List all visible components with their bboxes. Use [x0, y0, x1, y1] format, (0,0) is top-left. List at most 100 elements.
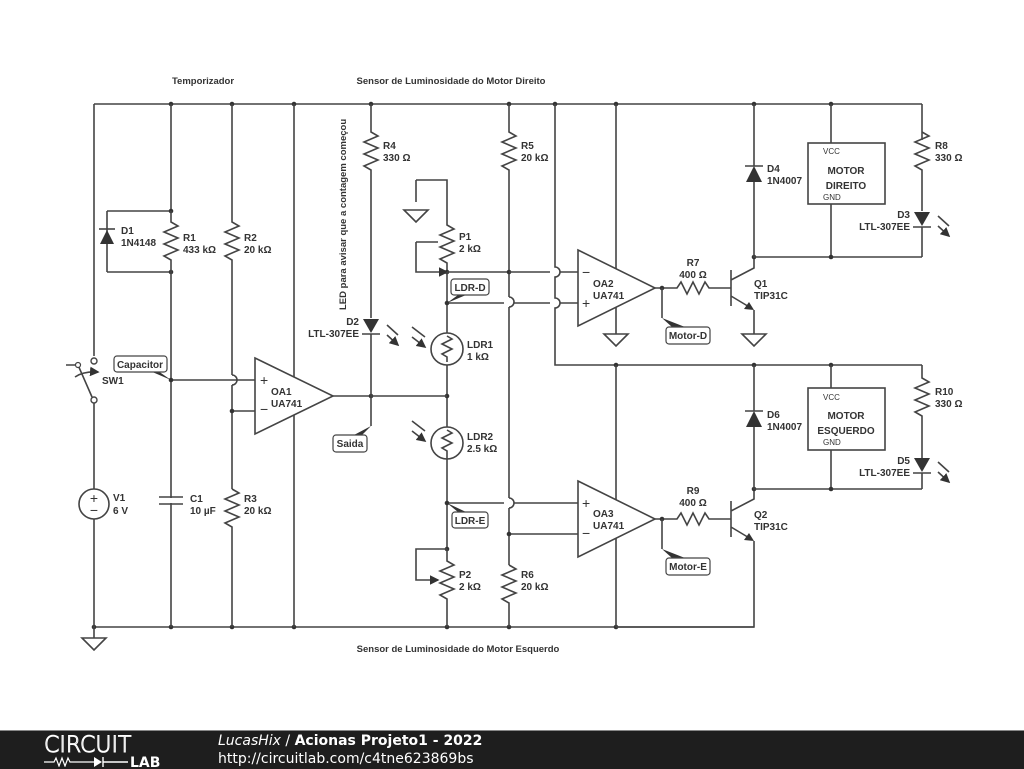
- svg-text:+: +: [90, 490, 98, 506]
- net-label-motor-e[interactable]: Motor-E: [662, 549, 711, 576]
- net-label-motor-e-text: Motor-E: [669, 562, 707, 573]
- net-label-ldr-d-text: LDR-D: [454, 283, 485, 294]
- d2-value: LTL-307EE: [308, 329, 359, 340]
- net-label-motor-d[interactable]: Motor-D: [662, 318, 711, 345]
- title-separator: /: [280, 733, 295, 749]
- net-label-ldr-d[interactable]: LDR-D: [447, 278, 490, 303]
- r3-name: R3: [244, 494, 257, 505]
- oa2-value: UA741: [593, 291, 625, 302]
- r8-value: 330 Ω: [935, 153, 962, 164]
- d1-name: D1: [121, 226, 134, 237]
- section-title-left-sensor: Sensor de Luminosidade do Motor Esquerdo: [357, 644, 560, 655]
- r6-value: 20 kΩ: [521, 582, 548, 593]
- resistor-r1: R1 433 kΩ: [161, 211, 216, 627]
- d3-value: LTL-307EE: [859, 222, 910, 233]
- net-label-capacitor-text: Capacitor: [117, 360, 163, 371]
- q2-name: Q2: [754, 510, 768, 521]
- resistor-r10: R10 330 Ω: [912, 365, 962, 458]
- d6-name: D6: [767, 410, 780, 421]
- r9-value: 400 Ω: [679, 498, 706, 509]
- motor-left-gnd: GND: [823, 438, 841, 447]
- ldr2-name: LDR2: [467, 432, 494, 443]
- capacitor-c1: C1 10 µF: [159, 494, 216, 517]
- svg-text:−: −: [582, 264, 590, 280]
- potentiometer-p1: P1 2 kΩ: [402, 179, 481, 274]
- resistor-r3: R3 20 kΩ: [222, 488, 271, 627]
- motor-right-line2: DIREITO: [826, 181, 867, 192]
- q1-value: TIP31C: [754, 291, 788, 302]
- motor-left-line1: MOTOR: [827, 411, 865, 422]
- transistor-q2: Q2 TIP31C: [616, 486, 788, 628]
- d5-name: D5: [897, 456, 910, 467]
- section-title-right-sensor: Sensor de Luminosidade do Motor Direito: [357, 76, 546, 87]
- ground-icon: [80, 627, 108, 652]
- resistor-r6: R6 20 kΩ: [499, 564, 548, 627]
- opamp-oa2: − + OA2 UA741: [444, 104, 731, 348]
- motor-direito: VCC MOTOR DIREITO GND: [807, 104, 886, 260]
- resistor-r4: R4 330 Ω: [361, 104, 410, 318]
- resistor-r9: R9 400 Ω: [679, 486, 706, 509]
- section-title-timer: Temporizador: [172, 76, 234, 87]
- oa3-value: UA741: [593, 521, 625, 532]
- ldr1-name: LDR1: [467, 340, 494, 351]
- motor-right-gnd: GND: [823, 193, 841, 202]
- potentiometer-p2: P2 2 kΩ: [415, 546, 481, 627]
- motor-esquerdo: VCC MOTOR ESQUERDO GND: [807, 365, 886, 492]
- circuit-title: LucasHix / Acionas Projeto1 - 2022: [218, 733, 482, 749]
- p2-name: P2: [459, 570, 472, 581]
- c1-value: 10 µF: [190, 506, 216, 517]
- net-label-saida[interactable]: Saida: [332, 426, 371, 453]
- v1-value: 6 V: [113, 506, 128, 517]
- voltage-source-v1: + − V1 6 V: [78, 403, 128, 627]
- p1-name: P1: [459, 232, 472, 243]
- net-label-motor-d-text: Motor-D: [669, 331, 707, 342]
- d6-value: 1N4007: [767, 422, 802, 433]
- d2-name: D2: [346, 317, 359, 328]
- circuitlab-logo[interactable]: CIRCUIT LAB: [42, 733, 182, 767]
- motor-right-vcc: VCC: [823, 147, 840, 156]
- net-label-capacitor[interactable]: Capacitor: [113, 355, 171, 380]
- svg-text:−: −: [90, 502, 98, 518]
- d1-value: 1N4148: [121, 238, 156, 249]
- oa3-name: OA3: [593, 509, 614, 520]
- r2-name: R2: [244, 233, 257, 244]
- net-label-ldr-e-text: LDR-E: [455, 516, 486, 527]
- switch-sw1[interactable]: SW1: [66, 104, 124, 404]
- oa1-value: UA741: [271, 399, 303, 410]
- r1-value: 433 kΩ: [183, 245, 216, 256]
- net-label-saida-text: Saida: [337, 439, 364, 450]
- ldr-ldr2: LDR2 2.5 kΩ: [411, 365, 497, 549]
- circuit-url[interactable]: http://circuitlab.com/c4tne623869bs: [218, 751, 474, 767]
- diode-d4: D4 1N4007: [745, 104, 922, 258]
- p1-value: 2 kΩ: [459, 244, 481, 255]
- resistor-r2: R2 20 kΩ: [222, 104, 271, 489]
- motor-right-line1: MOTOR: [827, 166, 865, 177]
- ldr2-value: 2.5 kΩ: [467, 444, 497, 455]
- q1-name: Q1: [754, 279, 768, 290]
- svg-text:+: +: [582, 295, 590, 311]
- schematic-canvas: Temporizador Sensor de Luminosidade do M…: [66, 76, 962, 655]
- r6-name: R6: [521, 570, 534, 581]
- r2-value: 20 kΩ: [244, 245, 271, 256]
- d3-name: D3: [897, 210, 910, 221]
- svg-text:+: +: [582, 495, 590, 511]
- author-name[interactable]: LucasHix: [218, 733, 281, 749]
- opamp-oa3: + − OA3 UA741: [444, 365, 731, 627]
- c1-name: C1: [190, 494, 203, 505]
- footer-bar: CIRCUIT LAB LucasHix / Acionas Projeto1 …: [0, 730, 1024, 769]
- oa2-name: OA2: [593, 279, 614, 290]
- ldr1-value: 1 kΩ: [467, 352, 489, 363]
- net-label-ldr-e[interactable]: LDR-E: [447, 503, 489, 529]
- diode-d6: D6 1N4007: [745, 365, 922, 490]
- p2-value: 2 kΩ: [459, 582, 481, 593]
- top-rail: [94, 103, 923, 140]
- circuit-name: Acionas Projeto1 - 2022: [294, 733, 483, 749]
- d4-value: 1N4007: [767, 176, 802, 187]
- r7-name: R7: [687, 258, 700, 269]
- d4-name: D4: [767, 164, 780, 175]
- v1-name: V1: [113, 493, 126, 504]
- r5-name: R5: [521, 141, 534, 152]
- transistor-q1: Q1 TIP31C: [730, 254, 788, 348]
- motor-left-line2: ESQUERDO: [817, 426, 874, 437]
- ldr-ldr1: LDR1 1 kΩ: [411, 272, 494, 366]
